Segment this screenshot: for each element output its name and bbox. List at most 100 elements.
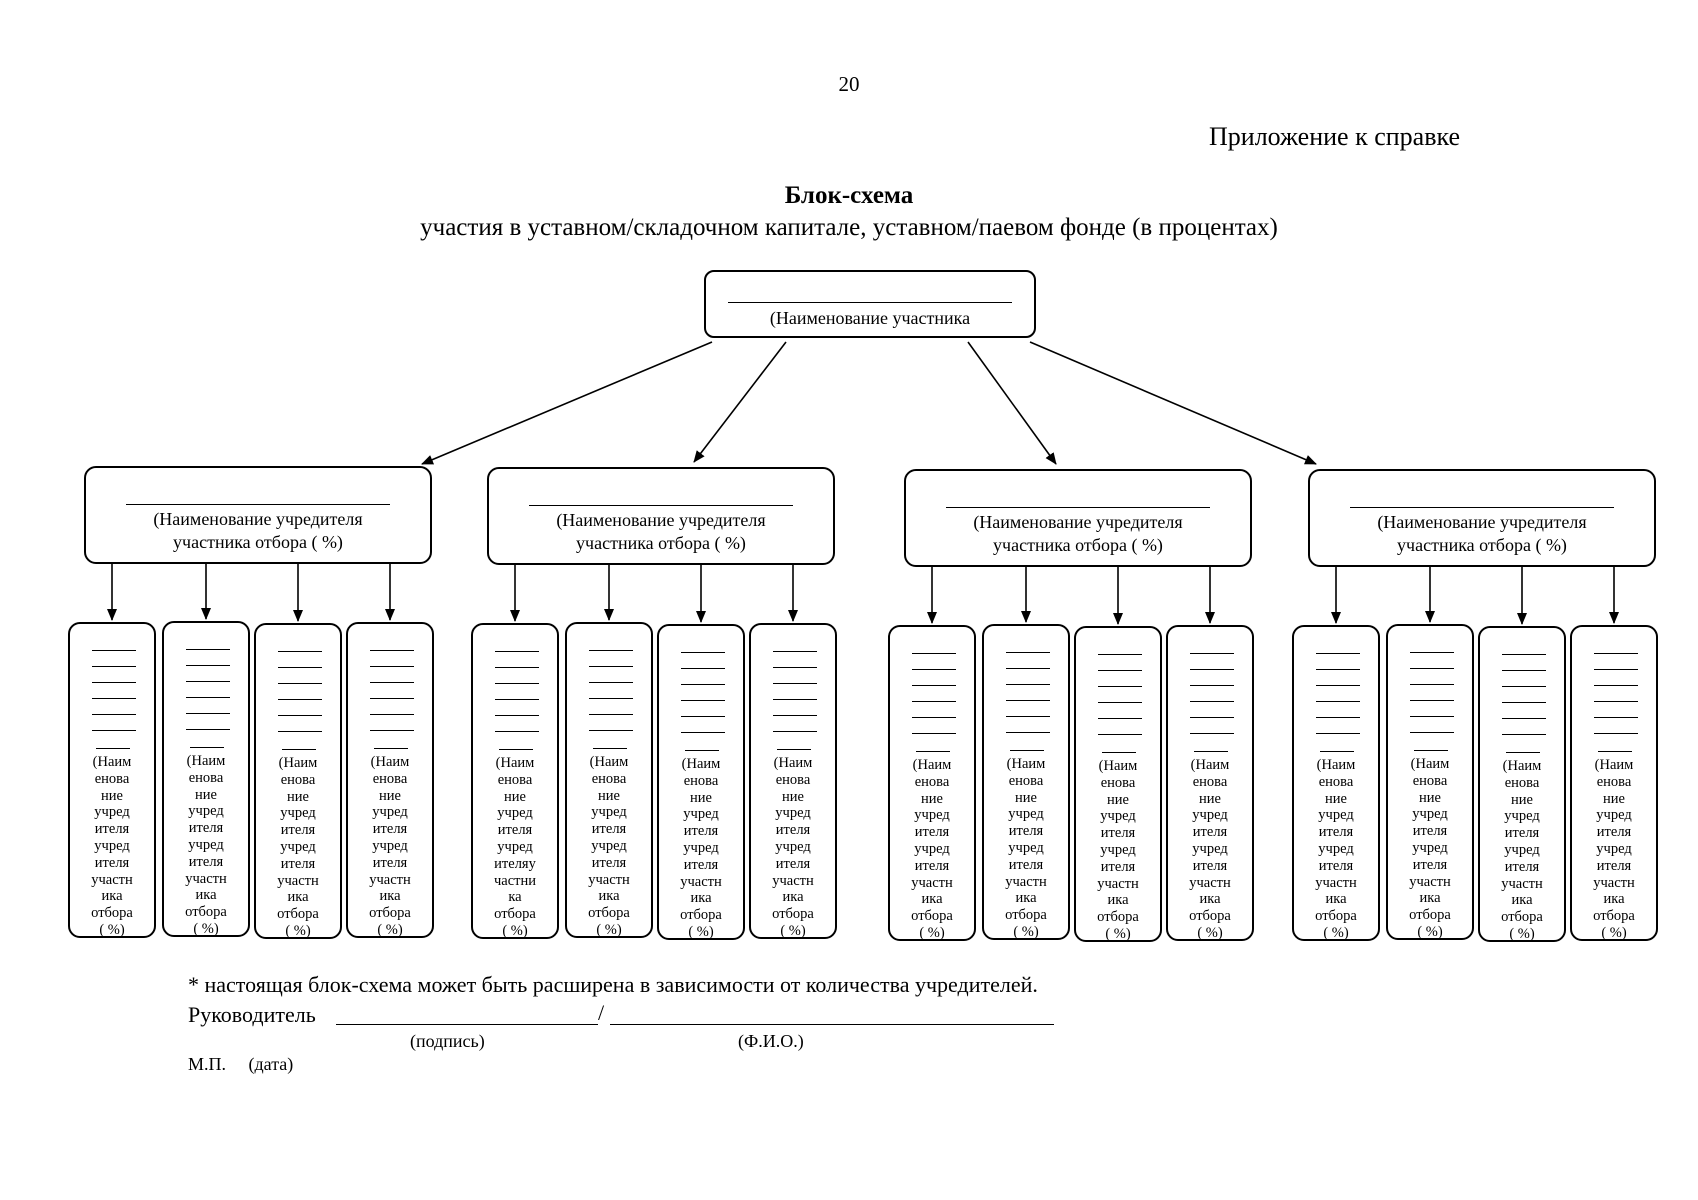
blank-line [495, 699, 539, 700]
blank-line [1502, 670, 1546, 671]
blank-line [1316, 701, 1360, 702]
founder-label-line-2: участника отбора ( %) [173, 532, 343, 552]
founder-box-2: (Наименование учредителя участника отбора… [487, 467, 835, 565]
blank-line [681, 652, 725, 653]
founder-box-label: (Наименование учредителя участника отбора… [489, 509, 833, 555]
blank-line [1006, 684, 1050, 685]
founder-label-line-2: участника отбора ( %) [993, 535, 1163, 555]
blank-line [1502, 718, 1546, 719]
founder-label-line-1: (Наименование учредителя [1377, 512, 1587, 532]
sub-founder-label: (Наим енова ние учред ителя учред ителя … [1315, 757, 1357, 941]
blank-line [1316, 733, 1360, 734]
blank-line [1006, 668, 1050, 669]
blank-line [1006, 652, 1050, 653]
blank-line [278, 699, 322, 700]
founder-box-1: (Наименование учредителя участника отбора… [84, 466, 432, 564]
sub-founder-box-4-3: (Наим енова ние учред ителя учред ителя … [1478, 626, 1566, 942]
sub-founder-box-4-1: (Наим енова ние учред ителя учред ителя … [1292, 625, 1380, 941]
blank-line [278, 667, 322, 668]
blank-line [495, 683, 539, 684]
blank-line [685, 750, 719, 751]
blank-line [1594, 733, 1638, 734]
blank-line [186, 665, 230, 666]
blank-line [278, 731, 322, 732]
blank-line [681, 732, 725, 733]
blank-line [1410, 652, 1454, 653]
founder-box-label: (Наименование учредителя участника отбора… [1310, 511, 1654, 557]
sub-founder-box-1-3: (Наим енова ние учред ителя учред ителя … [254, 623, 342, 939]
blank-line [92, 650, 136, 651]
blank-line [278, 715, 322, 716]
blank-line [1410, 684, 1454, 685]
sub-founder-box-4-4: (Наим енова ние учред ителя учред ителя … [1570, 625, 1658, 941]
blank-line [1410, 716, 1454, 717]
appendix-label: Приложение к справке [1209, 122, 1460, 151]
sub-founder-box-3-2: (Наим енова ние учред ителя учред ителя … [982, 624, 1070, 940]
blank-line [681, 668, 725, 669]
founder-underline [1350, 507, 1614, 508]
root-box-label: (Наименование участника [769, 308, 971, 328]
blank-line [773, 715, 817, 716]
arrow-root-to-founder-1 [421, 341, 713, 465]
blank-line [912, 685, 956, 686]
blank-line [589, 698, 633, 699]
blank-line [1410, 732, 1454, 733]
blank-line [1190, 733, 1234, 734]
blank-line [499, 749, 533, 750]
blank-line [495, 667, 539, 668]
founder-label-line-2: участника отбора ( %) [1397, 535, 1567, 555]
blank-line [1190, 685, 1234, 686]
sub-founder-label: (Наим енова ние учред ителя учред ителя … [277, 755, 319, 939]
founder-underline [946, 507, 1210, 508]
blank-line [190, 747, 224, 748]
blank-line [92, 698, 136, 699]
blank-line [92, 714, 136, 715]
blank-line [282, 749, 316, 750]
blank-line [370, 698, 414, 699]
blank-line [96, 748, 130, 749]
sub-founder-box-1-1: (Наим енова ние учред ителя учред ителя … [68, 622, 156, 938]
blank-line [1506, 752, 1540, 753]
blank-line [773, 683, 817, 684]
sub-founder-box-3-1: (Наим енова ние учред ителя учред ителя … [888, 625, 976, 941]
blank-line [1190, 653, 1234, 654]
founder-box-label: (Наименование учредителя участника отбора… [86, 508, 430, 554]
blank-line [1594, 701, 1638, 702]
signature-slash: / [598, 1000, 605, 1025]
founder-label-line-2: участника отбора ( %) [576, 533, 746, 553]
blank-line [589, 714, 633, 715]
sub-founder-box-1-2: (Наим енова ние учред ителя учред ителя … [162, 621, 250, 937]
blank-line [593, 748, 627, 749]
stamp-row: М.П. (дата) [188, 1054, 293, 1075]
sub-founder-label: (Наим енова ние учред ителя учред ителя … [91, 754, 133, 938]
blank-line [495, 715, 539, 716]
blank-line [186, 713, 230, 714]
blank-line [1320, 751, 1354, 752]
sub-founder-label: (Наим енова ние учред ителя учред ителя … [588, 754, 630, 938]
name-line [610, 1024, 1054, 1025]
founder-box-4: (Наименование учредителя участника отбора… [1308, 469, 1656, 567]
blank-line [1006, 700, 1050, 701]
founder-label-line-1: (Наименование учредителя [556, 510, 766, 530]
founder-label-line-1: (Наименование учредителя [153, 509, 363, 529]
sub-founder-label: (Наим енова ние учред ителя учред ителя … [1501, 758, 1543, 942]
blank-line [1098, 734, 1142, 735]
root-underline [728, 302, 1012, 303]
blank-line [773, 651, 817, 652]
founder-underline [529, 505, 793, 506]
blank-line [1594, 685, 1638, 686]
arrow-root-to-founder-3 [967, 341, 1057, 465]
founder-label-line-1: (Наименование учредителя [973, 512, 1183, 532]
blank-line [1316, 717, 1360, 718]
founder-underline [126, 504, 390, 505]
blank-line [186, 681, 230, 682]
page-number: 20 [838, 72, 860, 96]
blank-line [1098, 654, 1142, 655]
sub-founder-box-4-2: (Наим енова ние учред ителя учред ителя … [1386, 624, 1474, 940]
founder-box-3: (Наименование учредителя участника отбора… [904, 469, 1252, 567]
blank-line [777, 749, 811, 750]
arrow-root-to-founder-2 [693, 341, 787, 463]
sub-founder-box-2-4: (Наим енова ние учред ителя учред ителя … [749, 623, 837, 939]
participant-root-box: (Наименование участника [704, 270, 1036, 338]
